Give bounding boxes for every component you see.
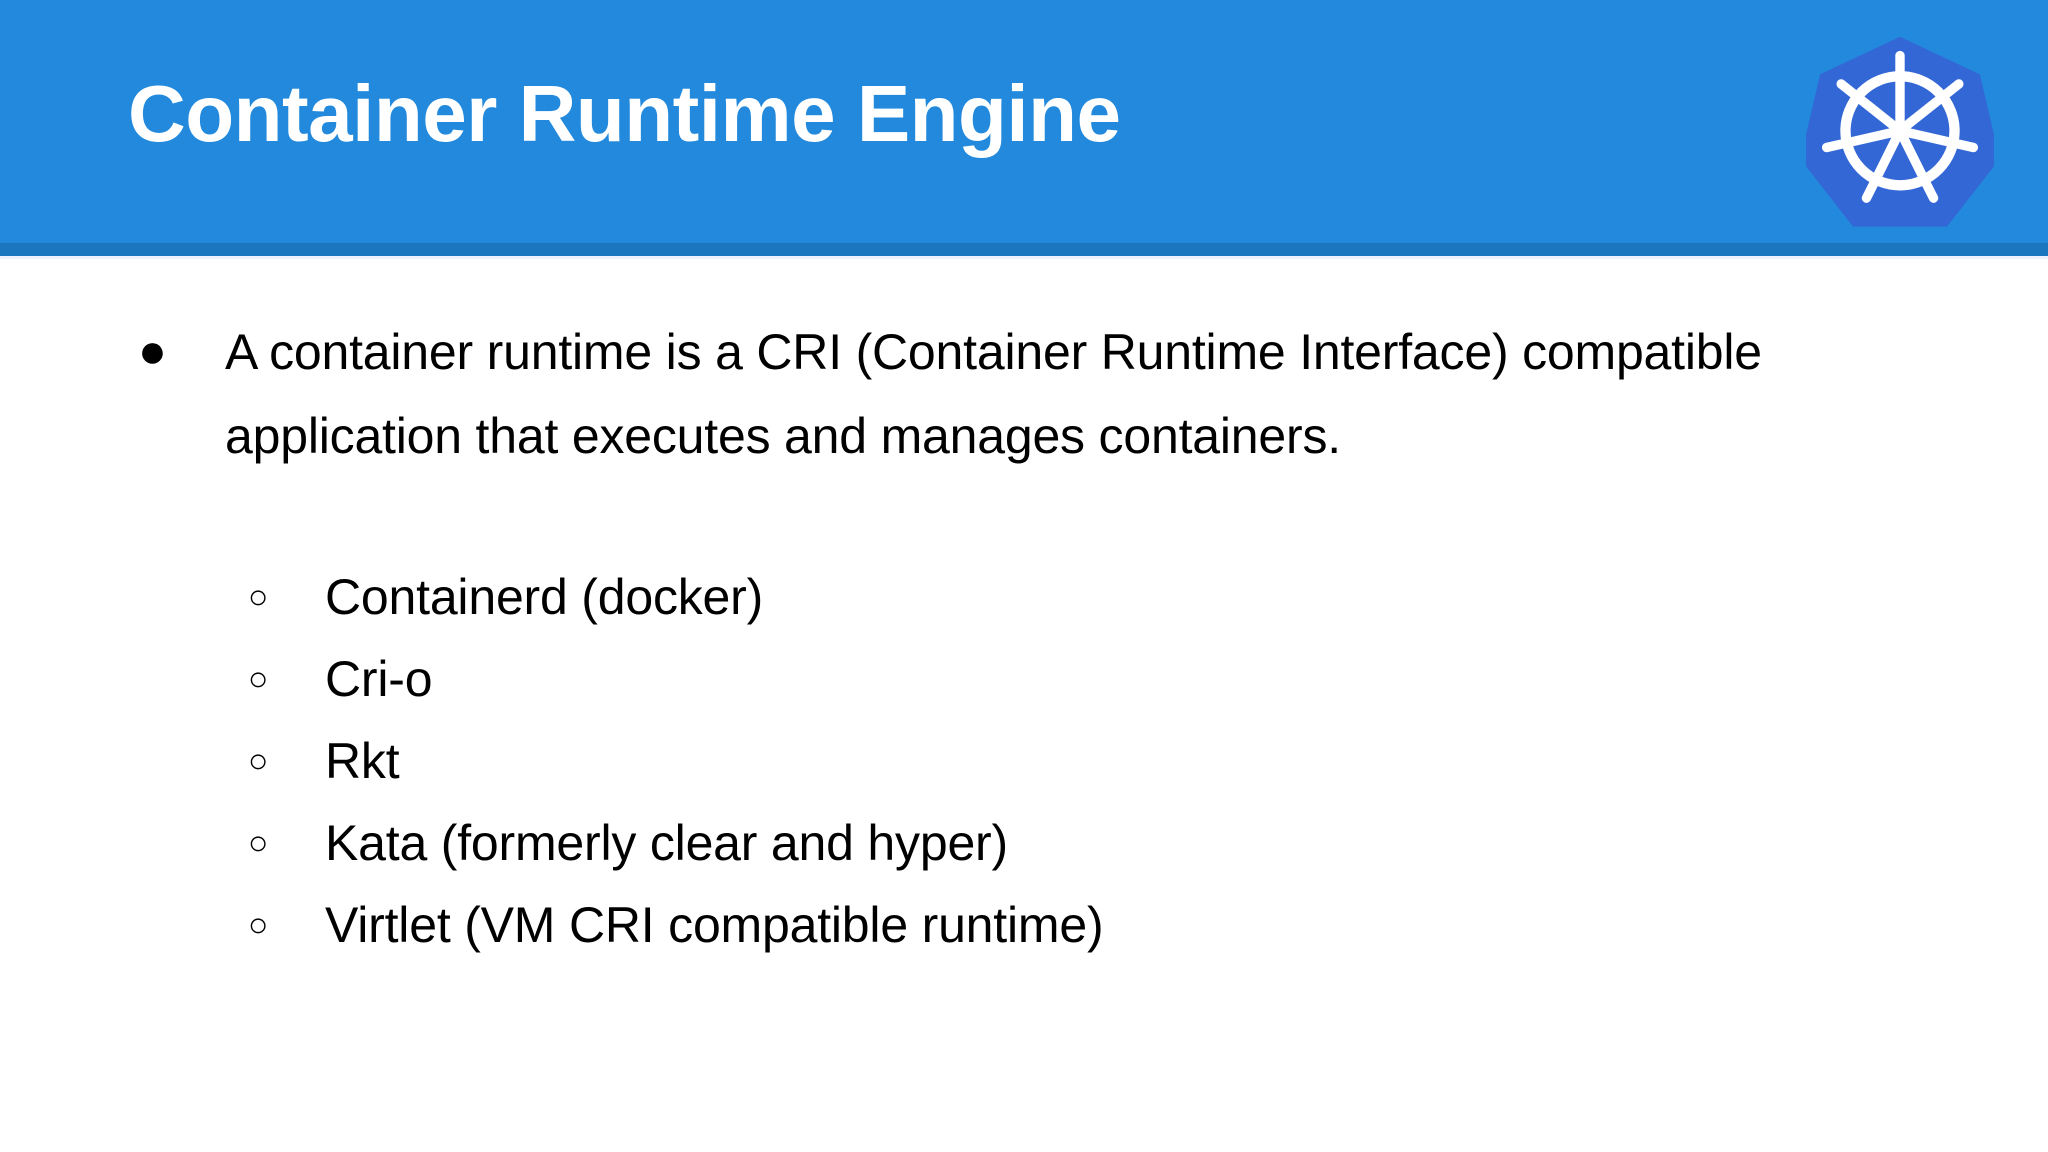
- sub-list: ○ Containerd (docker) ○ Cri-o ○ Rkt ○ Ka…: [248, 556, 1748, 966]
- bullet-hollow-icon: ○: [248, 824, 269, 862]
- bullet-hollow-icon: ○: [248, 906, 269, 944]
- list-item-label: Containerd (docker): [325, 569, 764, 625]
- bullet-filled-icon: ●: [138, 325, 167, 378]
- bullet-hollow-icon: ○: [248, 578, 269, 616]
- list-item-label: A container runtime is a CRI (Container …: [225, 324, 1762, 464]
- slide-header-band: [0, 0, 2048, 243]
- list-item: ○ Containerd (docker): [248, 556, 1748, 638]
- list-item: ○ Rkt: [248, 720, 1748, 802]
- slide-header-hairline: [0, 256, 2048, 259]
- list-item-label: Kata (formerly clear and hyper): [325, 815, 1008, 871]
- list-item-label: Cri-o: [325, 651, 433, 707]
- page-title: Container Runtime Engine: [128, 69, 1121, 158]
- slide-body: ● A container runtime is a CRI (Containe…: [0, 256, 2048, 1152]
- bullet-hollow-icon: ○: [248, 660, 269, 698]
- list-item-label: Virtlet (VM CRI compatible runtime): [325, 897, 1104, 953]
- list-item: ○ Cri-o: [248, 638, 1748, 720]
- list-item: ○ Kata (formerly clear and hyper): [248, 802, 1748, 884]
- list-item: ○ Virtlet (VM CRI compatible runtime): [248, 884, 1748, 966]
- bullet-hollow-icon: ○: [248, 742, 269, 780]
- list-item-label: Rkt: [325, 733, 400, 789]
- slide-header-underline: [0, 243, 2048, 256]
- list-item: ● A container runtime is a CRI (Containe…: [130, 310, 1790, 478]
- kubernetes-logo-icon: [1806, 10, 1994, 244]
